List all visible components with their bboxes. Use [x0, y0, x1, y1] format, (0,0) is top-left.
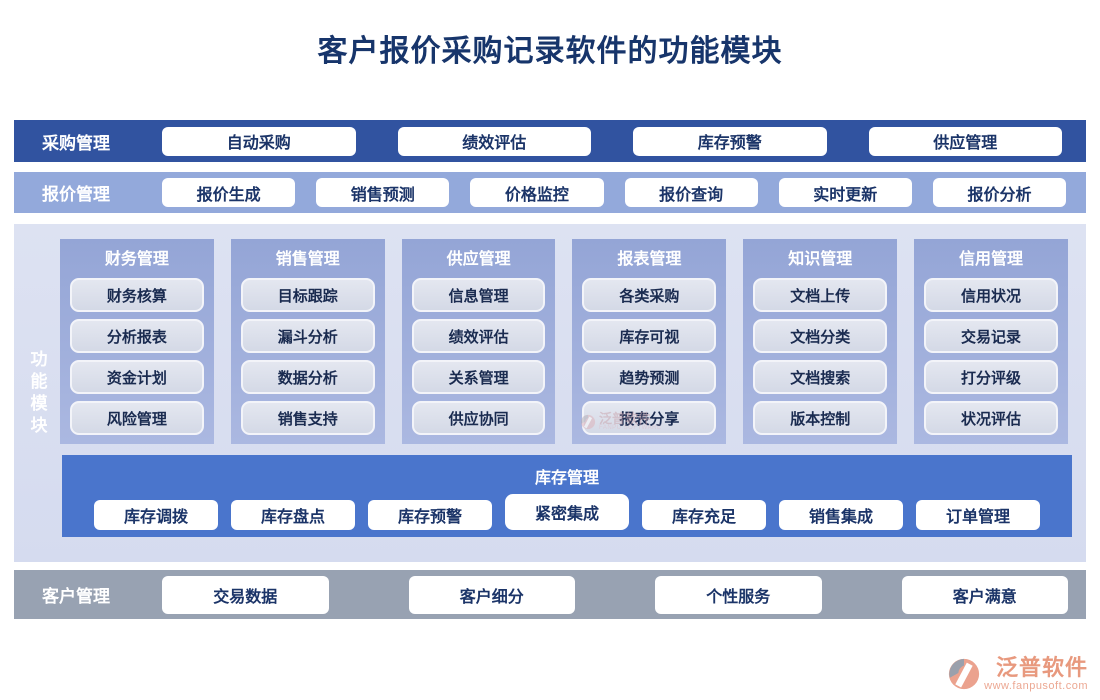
customer-button[interactable]: 客户细分: [408, 575, 575, 614]
customer-buttons: 交易数据 客户细分 个性服务 客户满意: [162, 575, 1068, 614]
brand-logo: 泛普软件 www.fanpusoft.com: [947, 654, 1088, 692]
function-modules-side-label: 功能模块: [30, 350, 48, 435]
module-columns: 财务管理 财务核算 分析报表 资金计划 风险管理 销售管理 目标跟踪 漏斗分析 …: [60, 239, 1068, 444]
inventory-button[interactable]: 库存充足: [642, 500, 766, 530]
customer-bar: 客户管理 交易数据 客户细分 个性服务 客户满意: [14, 570, 1086, 619]
module-item[interactable]: 数据分析: [240, 360, 375, 394]
column-items: 文档上传 文档分类 文档搜索 版本控制: [753, 278, 888, 435]
column-items: 信用状况 交易记录 打分评级 状况评估: [924, 278, 1058, 435]
inventory-button[interactable]: 库存调拨: [94, 500, 218, 530]
inventory-button[interactable]: 库存预警: [368, 500, 492, 530]
module-item[interactable]: 版本控制: [753, 401, 888, 435]
customer-button[interactable]: 个性服务: [655, 575, 822, 614]
module-item[interactable]: 目标跟踪: [240, 278, 375, 312]
brand-name: 泛普软件: [995, 654, 1088, 680]
watermark-text: 泛普软件 FANPU SOFTWARE: [599, 412, 661, 431]
quotation-button[interactable]: 销售预测: [316, 178, 450, 207]
module-item[interactable]: 供应协同: [411, 401, 546, 435]
customer-button[interactable]: 交易数据: [162, 575, 329, 614]
module-item[interactable]: 信用状况: [924, 278, 1058, 312]
inventory-button[interactable]: 订单管理: [916, 500, 1040, 530]
column-supply: 供应管理 信息管理 绩效评估 关系管理 供应协同: [401, 239, 556, 444]
quotation-buttons: 报价生成 销售预测 价格监控 报价查询 实时更新 报价分析: [162, 178, 1067, 207]
customer-button[interactable]: 客户满意: [901, 575, 1068, 614]
column-title: 报表管理: [617, 251, 682, 268]
procurement-button[interactable]: 库存预警: [633, 126, 827, 156]
column-finance: 财务管理 财务核算 分析报表 资金计划 风险管理: [60, 239, 214, 444]
customer-bar-label: 客户管理: [42, 587, 110, 606]
column-items: 各类采购 库存可视 趋势预测 报表分享: [582, 278, 717, 435]
quotation-bar-label: 报价管理: [42, 185, 110, 204]
function-modules-panel: 功能模块 财务管理 财务核算 分析报表 资金计划 风险管理 销售管理 目标跟踪 …: [14, 224, 1086, 562]
module-item[interactable]: 关系管理: [411, 360, 546, 394]
inventory-section: 库存管理 库存调拨 库存盘点 库存预警 紧密集成 库存充足 销售集成 订单管理: [62, 455, 1072, 537]
fanpu-logo-icon: [580, 414, 596, 429]
module-item[interactable]: 文档搜索: [753, 360, 888, 394]
quotation-bar: 报价管理 报价生成 销售预测 价格监控 报价查询 实时更新 报价分析: [14, 172, 1086, 213]
procurement-button[interactable]: 绩效评估: [397, 126, 591, 156]
column-report: 报表管理 各类采购 库存可视 趋势预测 报表分享: [572, 239, 727, 444]
quotation-button[interactable]: 报价分析: [932, 178, 1067, 207]
procurement-buttons: 自动采购 绩效评估 库存预警 供应管理: [162, 126, 1062, 156]
module-item[interactable]: 报表分享: [582, 401, 717, 435]
watermark: 泛普软件 FANPU SOFTWARE: [580, 412, 661, 431]
module-item[interactable]: 打分评级: [924, 360, 1058, 394]
inventory-buttons: 库存调拨 库存盘点 库存预警 紧密集成 库存充足 销售集成 订单管理: [62, 494, 1072, 533]
procurement-bar: 采购管理 自动采购 绩效评估 库存预警 供应管理: [14, 120, 1086, 162]
module-item[interactable]: 各类采购: [582, 278, 717, 312]
column-title: 知识管理: [788, 251, 853, 268]
brand-website: www.fanpusoft.com: [984, 680, 1088, 692]
module-item[interactable]: 库存可视: [582, 319, 717, 353]
module-item[interactable]: 漏斗分析: [240, 319, 375, 353]
column-knowledge: 知识管理 文档上传 文档分类 文档搜索 版本控制: [743, 239, 898, 444]
module-item[interactable]: 文档分类: [753, 319, 888, 353]
inventory-button[interactable]: 库存盘点: [231, 500, 355, 530]
page-title: 客户报价采购记录软件的功能模块: [317, 35, 783, 68]
module-item[interactable]: 状况评估: [924, 401, 1058, 435]
inventory-button[interactable]: 销售集成: [779, 500, 903, 530]
fanpu-logo-icon: [949, 658, 980, 690]
column-credit: 信用管理 信用状况 交易记录 打分评级 状况评估: [914, 239, 1068, 444]
column-title: 销售管理: [275, 251, 340, 268]
column-items: 财务核算 分析报表 资金计划 风险管理: [70, 278, 204, 435]
module-item[interactable]: 财务核算: [70, 278, 204, 312]
quotation-button[interactable]: 报价生成: [162, 178, 296, 207]
column-sales: 销售管理 目标跟踪 漏斗分析 数据分析 销售支持: [230, 239, 385, 444]
quotation-button[interactable]: 报价查询: [624, 178, 758, 207]
module-item[interactable]: 信息管理: [411, 278, 546, 312]
watermark-name: 泛普软件: [599, 411, 652, 426]
inventory-section-title: 库存管理: [534, 470, 599, 487]
module-item[interactable]: 销售支持: [240, 401, 375, 435]
column-items: 信息管理 绩效评估 关系管理 供应协同: [411, 278, 546, 435]
module-item[interactable]: 资金计划: [70, 360, 204, 394]
procurement-bar-label: 采购管理: [42, 133, 110, 153]
column-title: 财务管理: [104, 251, 169, 268]
column-title: 供应管理: [446, 251, 511, 268]
procurement-button[interactable]: 自动采购: [162, 126, 356, 156]
brand-text: 泛普软件 www.fanpusoft.com: [984, 654, 1088, 692]
module-item[interactable]: 风险管理: [70, 401, 204, 435]
inventory-button[interactable]: 紧密集成: [505, 494, 629, 530]
module-item[interactable]: 交易记录: [924, 319, 1058, 353]
procurement-button[interactable]: 供应管理: [868, 126, 1062, 156]
module-item[interactable]: 绩效评估: [411, 319, 546, 353]
module-item[interactable]: 文档上传: [753, 278, 888, 312]
column-items: 目标跟踪 漏斗分析 数据分析 销售支持: [240, 278, 375, 435]
watermark-name-en: FANPU SOFTWARE: [599, 425, 662, 431]
quotation-button[interactable]: 价格监控: [470, 178, 604, 207]
module-item[interactable]: 分析报表: [70, 319, 204, 353]
column-title: 信用管理: [959, 251, 1024, 268]
module-item[interactable]: 趋势预测: [582, 360, 717, 394]
quotation-button[interactable]: 实时更新: [778, 178, 912, 207]
